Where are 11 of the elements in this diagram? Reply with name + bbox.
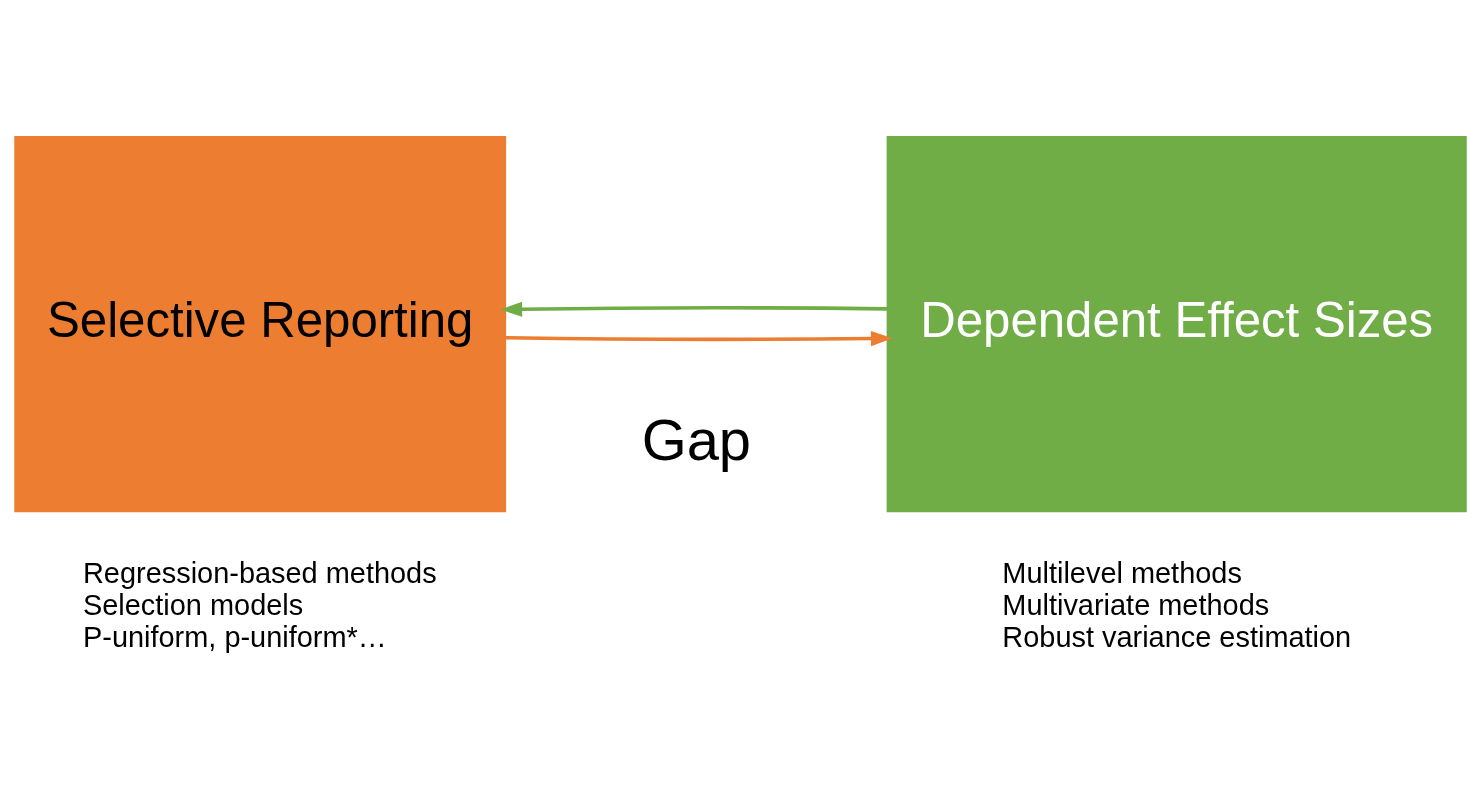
node-label: Robust variance estimation — [1002, 620, 1352, 653]
node-box: Selective Reporting — [14, 135, 507, 512]
arrow — [500, 301, 888, 317]
node-label: Multivariate methods — [1002, 588, 1270, 621]
node-label: Selection models — [82, 588, 304, 621]
node-label: Multilevel methods — [1002, 556, 1242, 589]
arrow — [505, 330, 893, 346]
label: Gap — [641, 407, 752, 472]
node-box: Dependent Effect Sizes — [886, 135, 1467, 512]
node-label: P-uniform, p-uniform*… — [82, 620, 387, 653]
node-label: Regression-based methods — [82, 556, 437, 589]
